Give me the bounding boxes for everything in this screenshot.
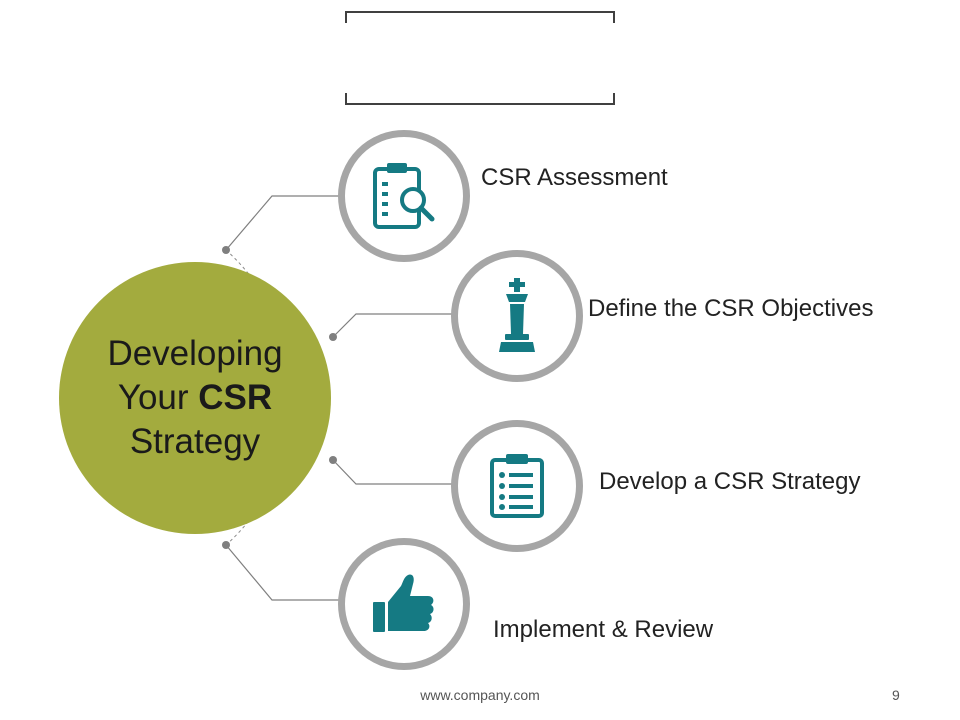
connector-dot-1 bbox=[222, 246, 230, 254]
center-circle: Developing Your CSR Strategy bbox=[59, 262, 331, 534]
checklist-clipboard-icon bbox=[490, 454, 544, 518]
step-label-3: Develop a CSR Strategy bbox=[599, 468, 861, 495]
title-placeholder-bracket[interactable] bbox=[345, 11, 615, 105]
step-label-4: Implement & Review bbox=[493, 616, 714, 643]
step-node-2 bbox=[451, 250, 583, 382]
connector-2 bbox=[332, 313, 452, 338]
thumbs-up-icon bbox=[373, 574, 434, 632]
step-node-1 bbox=[338, 130, 470, 262]
chess-king-icon bbox=[499, 278, 535, 352]
step-label-2: Define the CSR Objectives bbox=[588, 295, 874, 322]
step-node-4 bbox=[338, 538, 470, 670]
connector-dot-4 bbox=[222, 541, 230, 549]
step-node-3 bbox=[451, 420, 583, 552]
connector-1 bbox=[225, 195, 340, 251]
connector-dot-3 bbox=[329, 456, 337, 464]
center-title: Developing Your CSR Strategy bbox=[107, 332, 282, 464]
footer-url: www.company.com bbox=[420, 687, 540, 703]
connector-4 bbox=[225, 544, 340, 601]
center-line-3: Strategy bbox=[129, 422, 261, 461]
connector-3 bbox=[332, 459, 452, 485]
center-line-2-bold: CSR bbox=[198, 378, 273, 417]
step-label-1: CSR Assessment bbox=[481, 164, 668, 191]
center-line-2: Your CSR bbox=[107, 376, 282, 420]
center-line-2-prefix: Your bbox=[117, 378, 199, 417]
center-line-1: Developing bbox=[107, 334, 283, 373]
clipboard-search-icon bbox=[373, 163, 435, 229]
connector-dot-2 bbox=[329, 333, 337, 341]
page-number: 9 bbox=[892, 687, 900, 703]
